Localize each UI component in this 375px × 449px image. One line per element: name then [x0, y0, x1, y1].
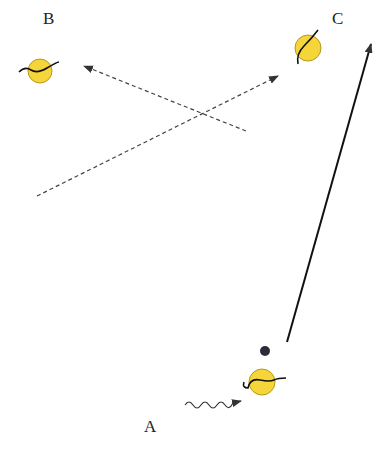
particle-label: B: [43, 10, 54, 27]
particle-node: A: [248, 368, 276, 396]
particle-circle: [294, 34, 322, 62]
particle-node: C: [294, 34, 322, 62]
trajectory-arrow: [287, 44, 371, 342]
particle-dot: [260, 346, 270, 356]
dashed-trajectory: [37, 76, 278, 196]
particle-node: B: [27, 58, 53, 84]
particle-label: A: [144, 418, 156, 435]
photon-wave: [185, 401, 241, 408]
particle-label: C: [332, 10, 343, 27]
particle-circle: [27, 58, 53, 84]
dashed-trajectory: [84, 66, 246, 131]
particle-circle: [248, 368, 276, 396]
